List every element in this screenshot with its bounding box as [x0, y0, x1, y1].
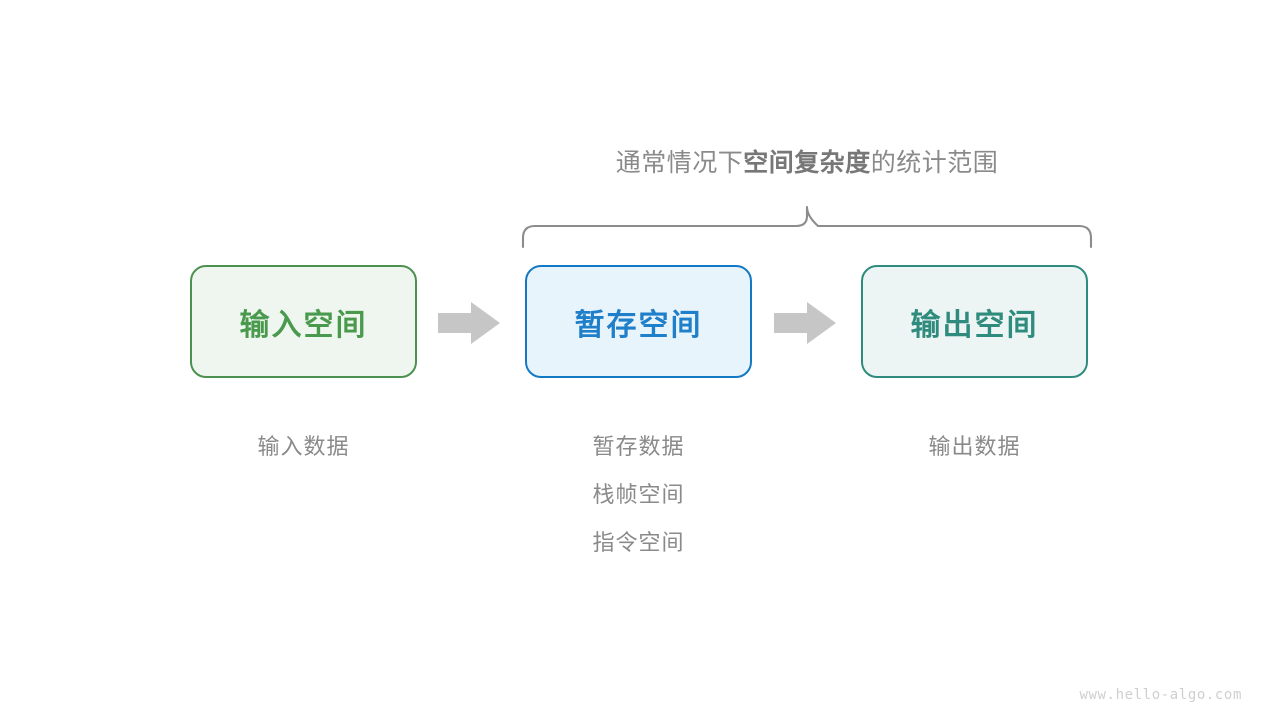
caption-input-data: 输入数据	[257, 434, 350, 459]
curly-brace	[515, 200, 1100, 252]
brace-caption-emphasis: 空间复杂度	[743, 149, 871, 177]
box-output-space: 输出空间	[861, 265, 1088, 378]
box-output-space-label: 输出空间	[910, 308, 1039, 342]
caption-column-input: 输入数据	[190, 423, 417, 471]
arrow-input-to-temp-icon	[438, 300, 500, 346]
brace-caption: 通常情况下空间复杂度的统计范围	[507, 143, 1107, 179]
box-temp-space-label: 暂存空间	[574, 308, 703, 342]
box-temp-space: 暂存空间	[525, 265, 752, 378]
caption-stack-frame-space: 栈帧空间	[592, 482, 685, 507]
brace-caption-suffix: 的统计范围	[870, 149, 999, 177]
curly-brace-icon	[521, 205, 1093, 249]
box-input-space-label: 输入空间	[239, 308, 368, 342]
caption-instruction-space: 指令空间	[592, 530, 685, 555]
caption-column-temp: 暂存数据 栈帧空间 指令空间	[525, 423, 752, 567]
caption-output-data: 输出数据	[928, 434, 1021, 459]
caption-column-output: 输出数据	[861, 423, 1088, 471]
arrow-temp-to-output-icon	[774, 300, 836, 346]
watermark: www.hello-algo.com	[1079, 687, 1242, 703]
box-input-space: 输入空间	[190, 265, 417, 378]
right-arrow-icon	[774, 302, 836, 344]
caption-temp-data: 暂存数据	[592, 434, 685, 459]
brace-caption-prefix: 通常情况下	[615, 149, 744, 177]
right-arrow-icon	[438, 302, 500, 344]
